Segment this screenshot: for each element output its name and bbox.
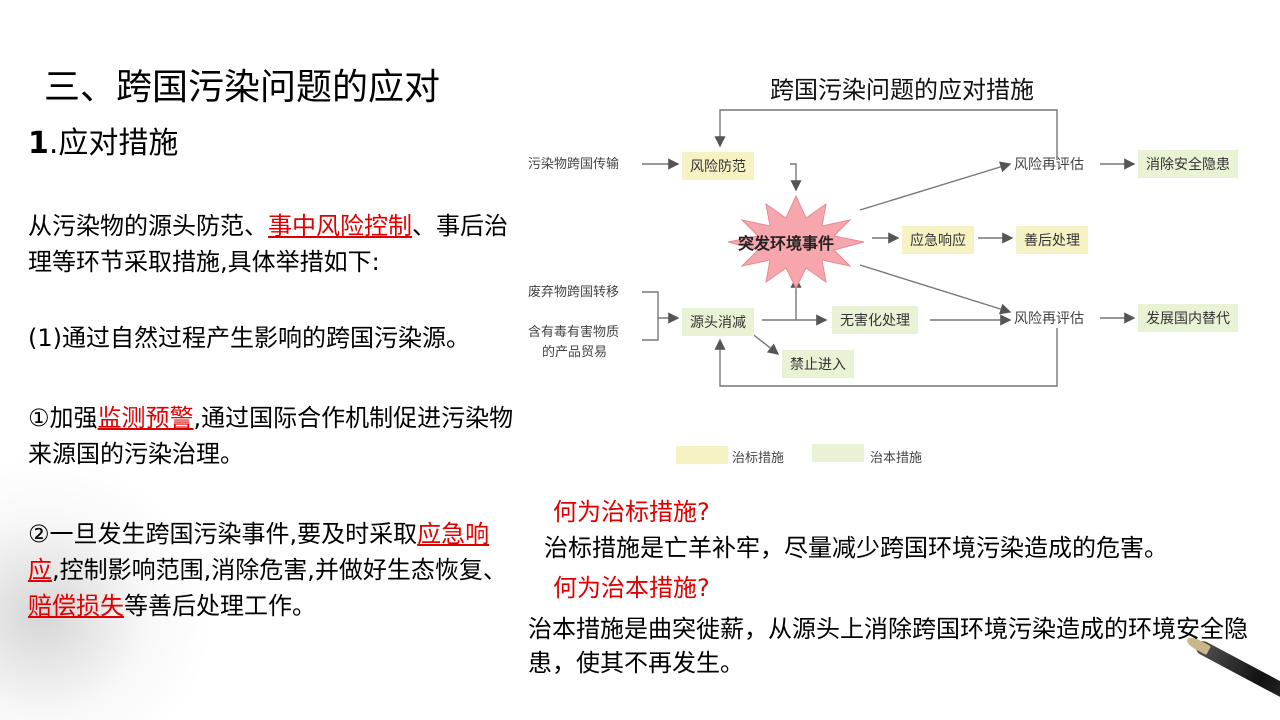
highlight-risk-control: 事中风险控制 — [268, 212, 412, 240]
answer-palliative: 治标措施是亡羊补牢，尽量减少跨国环境污染造成的危害。 — [544, 534, 1168, 562]
node-source-reduction: 源头消减 — [682, 308, 754, 336]
node-entry-ban: 禁止进入 — [782, 350, 854, 378]
node-sudden-event: 突发环境事件 — [738, 234, 835, 253]
paragraph-monitoring: ①加强监测预警,通过国际合作机制促进污染物来源国的污染治理。 — [28, 400, 518, 472]
text-span: ,通过国际合作机制促进污染物来源国的污染治理。 — [28, 404, 514, 468]
text-span: ②一旦发生跨国污染事件,要及时采取 — [28, 520, 418, 548]
node-harmless-treatment: 无害化处理 — [832, 306, 918, 334]
legend-swatch-root-cause — [812, 444, 864, 462]
paragraph-natural-source: (1)通过自然过程产生影响的跨国污染源。 — [28, 324, 470, 352]
text-span: ①加强 — [28, 404, 98, 432]
ink-painting-decoration — [0, 460, 210, 720]
source-label: 含有毒有害物质 — [528, 325, 620, 340]
paragraph-emergency: ②一旦发生跨国污染事件,要及时采取应急响应,控制影响范围,消除危害,并做好生态恢… — [28, 516, 518, 624]
text-span: 、事后治理等环节采取措施,具体举措如下: — [28, 212, 508, 276]
node-risk-reassess-1: 风险再评估 — [1014, 157, 1084, 173]
node-emergency-response: 应急响应 — [902, 226, 974, 254]
slide-subtitle: 1.应对措施 — [28, 118, 178, 162]
node-risk-prevention: 风险防范 — [682, 152, 754, 180]
diagram-title: 跨国污染问题的应对措施 — [770, 76, 1034, 104]
text-span: 从污染物的源头防范、 — [28, 212, 268, 240]
highlight-compensation: 赔偿损失 — [28, 592, 124, 620]
highlight-monitoring: 监测预警 — [97, 404, 194, 432]
text-span: 等善后处理工作。 — [124, 592, 316, 620]
question-palliative: 何为治标措施? — [553, 498, 710, 526]
node-eliminate-hazard: 消除安全隐患 — [1138, 150, 1238, 178]
sudden-event-starburst — [727, 194, 865, 290]
text-span: ,控制影响范围,消除危害,并做好生态恢复、 — [52, 556, 507, 584]
subtitle-text: .应对措施 — [48, 126, 179, 161]
legend-label-root-cause: 治本措施 — [870, 451, 923, 466]
source-label: 污染物跨国传输 — [528, 157, 620, 172]
node-risk-reassess-2: 风险再评估 — [1014, 311, 1084, 327]
node-aftermath: 善后处理 — [1016, 226, 1088, 254]
subtitle-number: 1 — [28, 126, 49, 161]
node-domestic-substitute: 发展国内替代 — [1138, 304, 1238, 332]
answer-root-cause: 治本措施是曲突徙薪，从源头上消除跨国环境污染造成的环境安全隐患，使其不再发生。 — [528, 615, 1248, 677]
diagram-arrows — [642, 109, 1136, 387]
slide-title: 三、跨国污染问题的应对 — [44, 67, 441, 108]
highlight-emergency-response: 应急响应 — [28, 520, 490, 584]
measures-diagram: 跨国污染问题的应对措施 污染物跨国传输 废弃物跨国转移 含有毒有害物质 的产品贸… — [520, 60, 1280, 480]
source-label: 的产品贸易 — [542, 345, 608, 360]
legend-label-palliative: 治标措施 — [732, 451, 785, 466]
paragraph-intro: 从污染物的源头防范、事中风险控制、事后治理等环节采取措施,具体举措如下: — [28, 208, 518, 280]
source-label: 废弃物跨国转移 — [528, 285, 620, 300]
legend-swatch-palliative — [676, 446, 728, 464]
question-root-cause: 何为治本措施? — [553, 574, 710, 602]
